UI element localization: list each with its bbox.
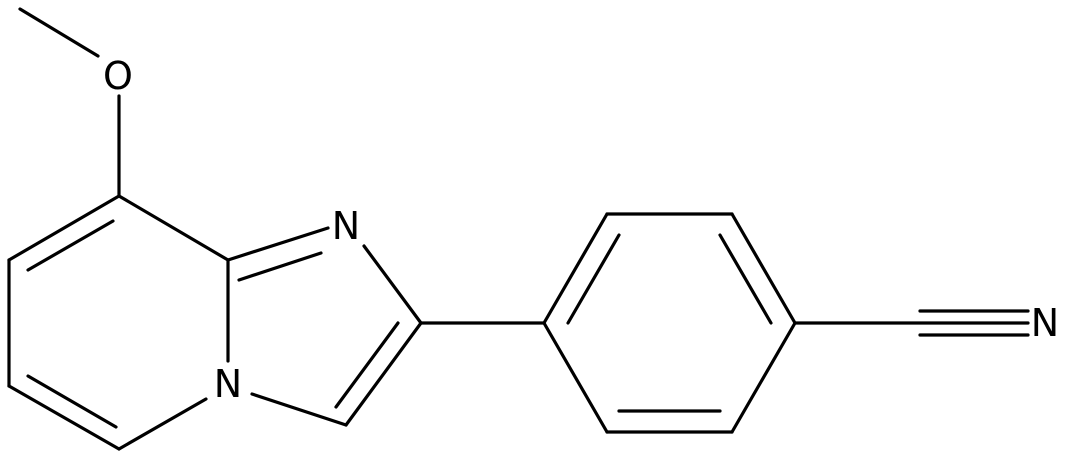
bond-c8a-n1-double [226, 226, 330, 282]
bond-ar4-ar5 [730, 321, 797, 434]
bond-c8a-c8 [117, 194, 230, 262]
atom-label-imidazole-nitrogen: N [332, 204, 360, 248]
bond-nitrile-triple [793, 309, 1030, 337]
bond-n1-c2 [362, 244, 423, 325]
bond-c2-c3-double [334, 321, 423, 427]
bond-c8-c7-double [7, 194, 121, 272]
bond-c6-c5-double [7, 374, 121, 451]
bond-ar3-ar4 [718, 212, 797, 325]
bond-ar6-ar1 [542, 321, 609, 434]
atom-label-oxygen: O [103, 54, 133, 98]
bond-ar1-ar2 [542, 212, 621, 325]
bond-ar5-ar6 [605, 409, 734, 434]
bond-c3-n4 [250, 392, 348, 427]
bond-methyl-oxygen [18, 7, 100, 58]
atom-label-nitrile-nitrogen: N [1031, 301, 1059, 345]
bond-c5-n4 [117, 397, 208, 451]
atom-label-bridgehead-nitrogen: N [214, 362, 242, 406]
